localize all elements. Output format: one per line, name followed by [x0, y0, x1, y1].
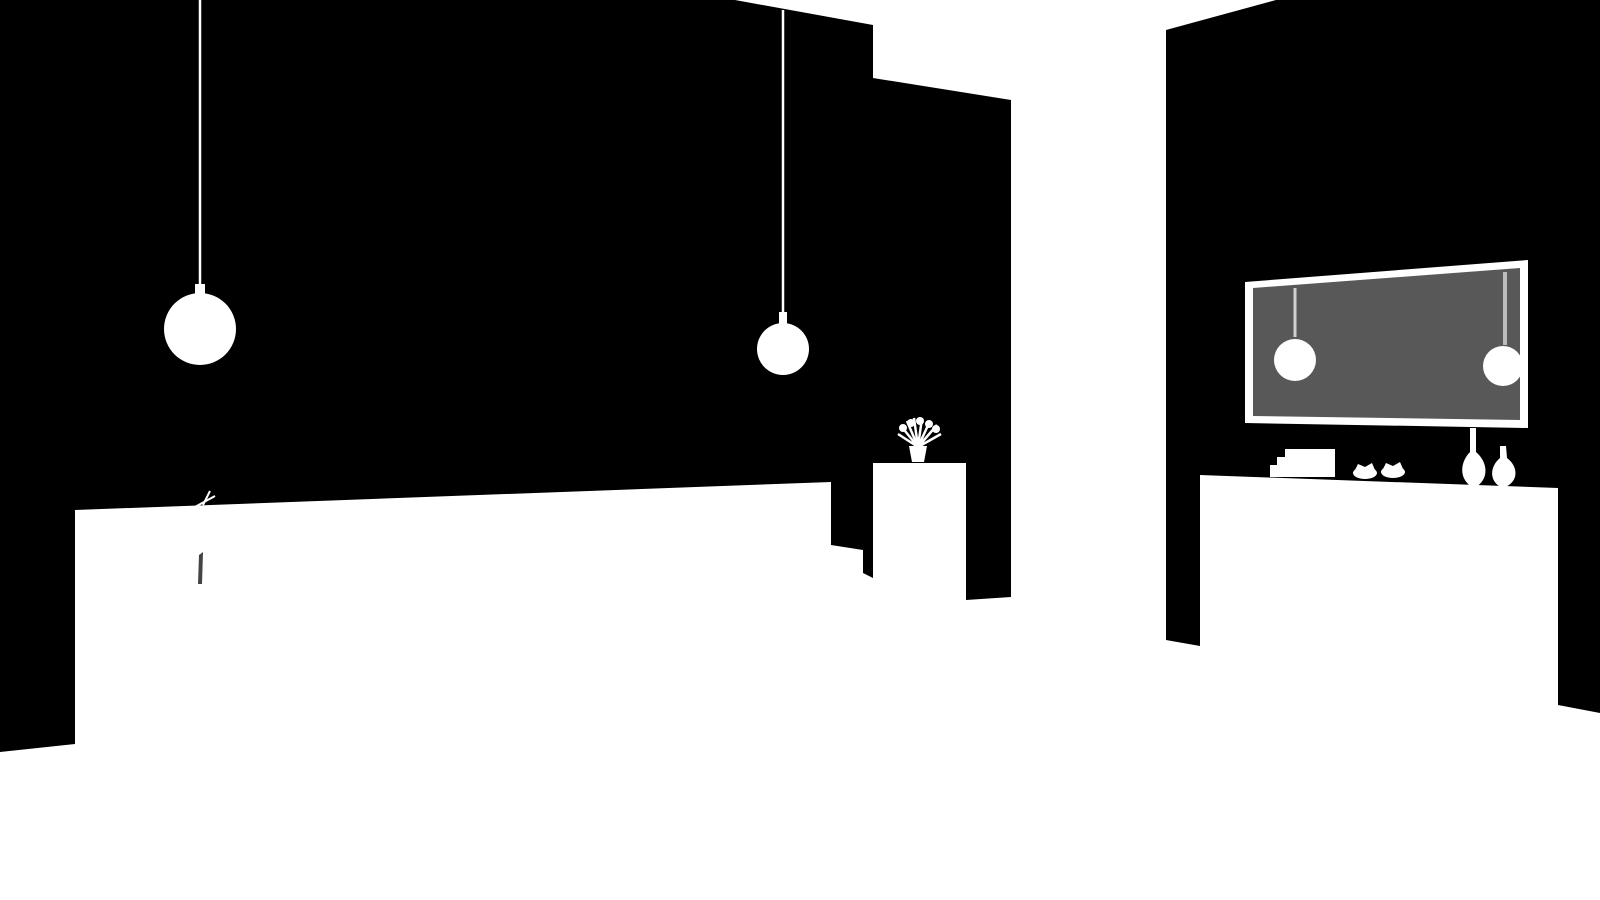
- left-pendant-globe: [164, 293, 236, 365]
- counter-vase-shadow: [198, 552, 203, 584]
- sideboard-decor: [1270, 428, 1516, 488]
- left-pendant-cap: [195, 284, 205, 298]
- plant-bloom: [899, 424, 907, 432]
- left-pendant-lamp: [164, 0, 236, 365]
- stacked-books: [1277, 457, 1335, 465]
- center-pendant-globe: [757, 323, 809, 375]
- tall-vase: [1462, 428, 1486, 488]
- mirror-glass: [1253, 268, 1520, 420]
- small-bowl-top: [1383, 462, 1403, 469]
- mirror-reflection-globe: [1483, 346, 1523, 386]
- stacked-books: [1285, 449, 1335, 457]
- stacked-books: [1270, 465, 1335, 477]
- center-pendant-cap: [779, 312, 787, 324]
- wall-mirror: [1245, 260, 1528, 428]
- counter-decor: [192, 490, 216, 586]
- plant-bloom: [932, 425, 940, 433]
- center-pendant-lamp: [757, 10, 809, 375]
- short-vase: [1492, 446, 1516, 488]
- small-bowl-top: [1355, 463, 1375, 470]
- plant-bloom: [916, 417, 924, 425]
- plant-leaves: [897, 417, 942, 449]
- plant-pot: [909, 446, 927, 462]
- mirror-reflection-globe: [1274, 339, 1316, 381]
- plant-bloom: [925, 420, 933, 428]
- counter-sprig: [192, 490, 216, 509]
- left-dark-wall: [0, 0, 1011, 752]
- plant-bloom: [907, 419, 915, 427]
- potted-plant: [897, 417, 942, 462]
